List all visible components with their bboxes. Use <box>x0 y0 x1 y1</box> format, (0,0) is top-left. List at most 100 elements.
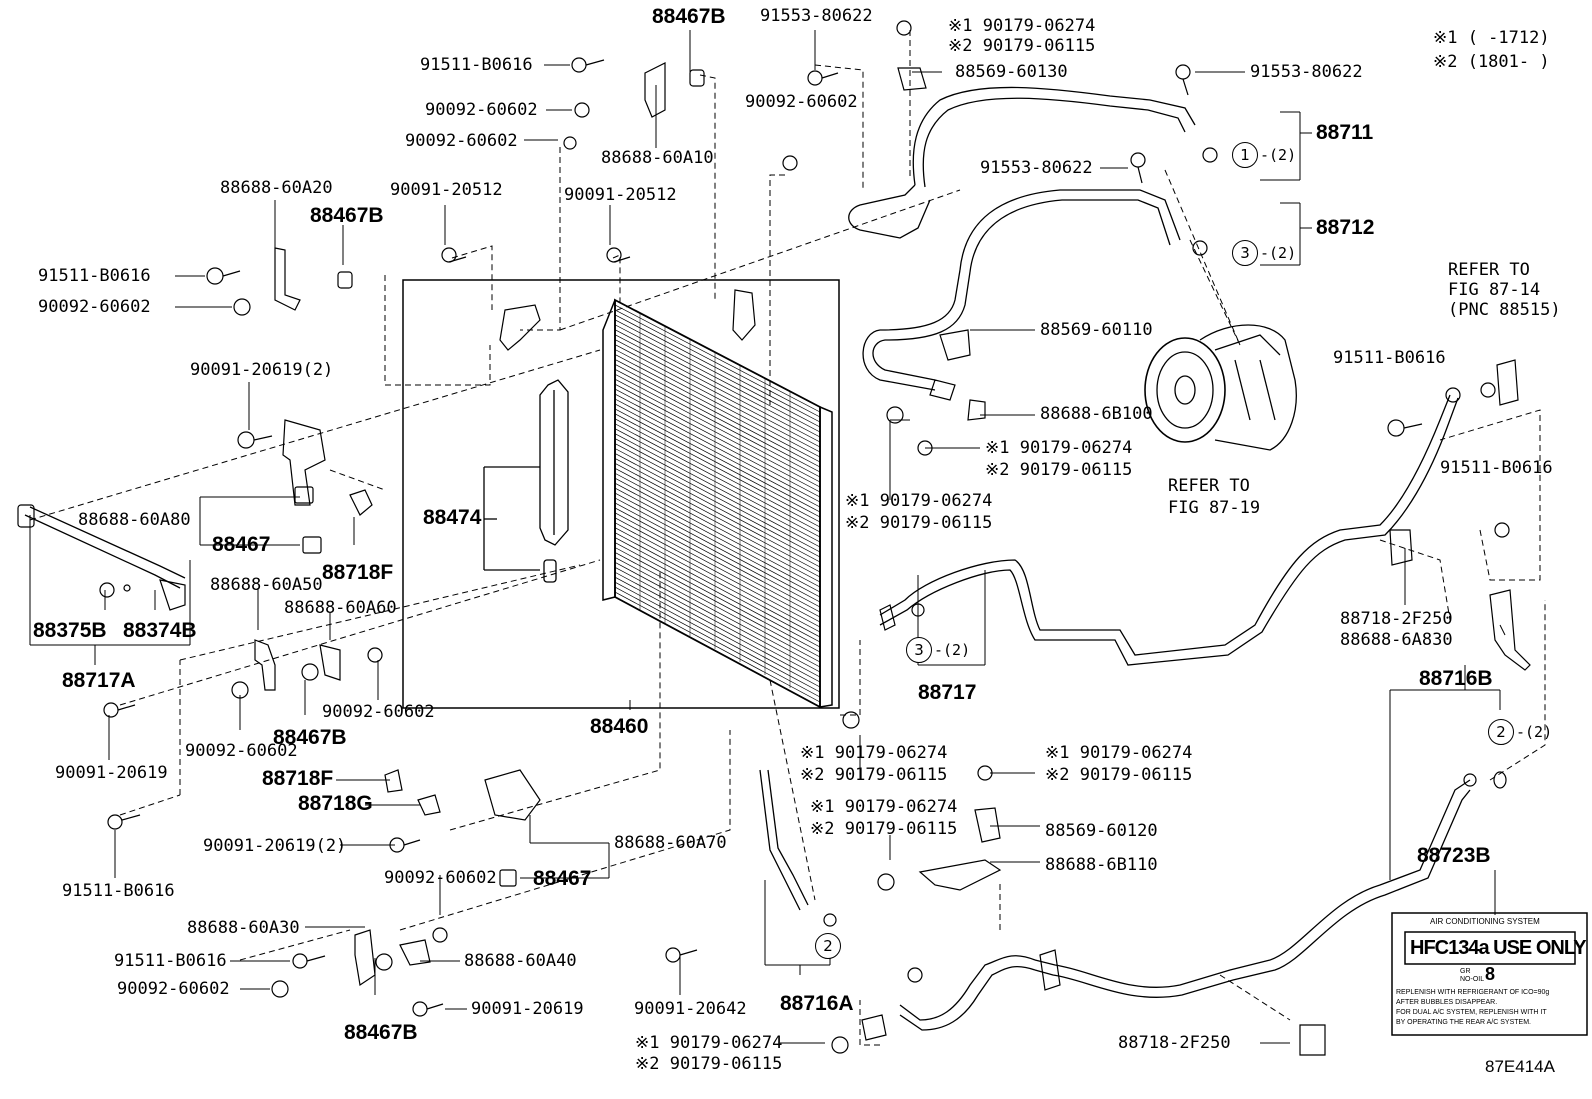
part-88723B[interactable]: 88723B <box>1417 844 1491 867</box>
part-90092-60602-a[interactable]: 90092-60602 <box>425 100 538 120</box>
part-88718F-mid[interactable]: 88718F <box>262 767 334 790</box>
callout-3b: 3 <box>906 637 932 663</box>
part-88474[interactable]: 88474 <box>423 506 482 529</box>
hardware <box>17 20 1531 1056</box>
ref-fig-87-14-line1: REFER TO <box>1448 260 1530 280</box>
guide-lines <box>29 30 1546 1046</box>
part-88569-60110[interactable]: 88569-60110 <box>1040 320 1153 340</box>
part-88716A[interactable]: 88716A <box>780 992 854 1015</box>
part-90179-06274-m[interactable]: ※1 90179-06274 <box>985 438 1133 458</box>
part-88467B-left[interactable]: 88467B <box>310 204 384 227</box>
part-91511-B0616-top[interactable]: 91511-B0616 <box>420 55 533 75</box>
part-91511-B0616-right[interactable]: 91511-B0616 <box>1333 348 1446 368</box>
part-88460[interactable]: 88460 <box>590 715 649 738</box>
ref-fig-87-14-line3: (PNC 88515) <box>1448 300 1561 320</box>
callout-1: 1 <box>1232 142 1258 168</box>
part-88711[interactable]: 88711 <box>1316 121 1374 144</box>
callout-3a-qty: -(2) <box>1260 244 1297 262</box>
part-91511-B0616-left[interactable]: 91511-B0616 <box>38 266 151 286</box>
part-88467B-mid[interactable]: 88467B <box>273 726 347 749</box>
part-90091-20512-b[interactable]: 90091-20512 <box>564 185 677 205</box>
part-90091-20512-a[interactable]: 90091-20512 <box>390 180 503 200</box>
callout-3a: 3 <box>1232 240 1258 266</box>
part-91553-80622-right[interactable]: 91553-80622 <box>1250 62 1363 82</box>
part-88688-60A60[interactable]: 88688-60A60 <box>284 598 397 618</box>
part-91511-B0616-bb[interactable]: 91511-B0616 <box>114 951 227 971</box>
part-88467B-bottom[interactable]: 88467B <box>344 1021 418 1044</box>
ref-fig-87-14-line2[interactable]: FIG 87-14 <box>1448 280 1541 300</box>
sticker-amount-prefix-1: GR <box>1460 968 1471 975</box>
part-88688-60A10[interactable]: 88688-60A10 <box>601 148 714 168</box>
ref-fig-87-19-line1: REFER TO <box>1168 476 1250 496</box>
part-88569-60130[interactable]: 88569-60130 <box>955 62 1068 82</box>
part-90179-06115-top[interactable]: ※2 90179-06115 <box>948 36 1096 56</box>
condenser-group-frame <box>402 279 840 709</box>
part-90179-06274-g[interactable]: ※1 90179-06274 <box>635 1033 783 1053</box>
part-90092-60602-g[interactable]: 90092-60602 <box>117 979 230 999</box>
part-91511-B0616-bottom[interactable]: 91511-B0616 <box>62 881 175 901</box>
part-88688-60A80[interactable]: 88688-60A80 <box>78 510 191 530</box>
part-90092-60602-left[interactable]: 90092-60602 <box>38 297 151 317</box>
part-90179-06274-e[interactable]: ※1 90179-06274 <box>1045 743 1193 763</box>
sticker-line-3: FOR DUAL A/C SYSTEM, REPLENISH WITH IT <box>1396 1009 1547 1016</box>
part-90179-06274-top[interactable]: ※1 90179-06274 <box>948 16 1096 36</box>
part-88375B[interactable]: 88375B <box>33 619 107 642</box>
part-88718G[interactable]: 88718G <box>298 792 373 815</box>
part-90179-06274-f[interactable]: ※1 90179-06274 <box>810 797 958 817</box>
part-90179-06115-f[interactable]: ※2 90179-06115 <box>810 819 958 839</box>
part-88688-6A830[interactable]: 88688-6A830 <box>1340 630 1453 650</box>
callout-2b: 2 <box>815 933 841 959</box>
part-88467B-top[interactable]: 88467B <box>652 5 726 28</box>
sticker-line-4: BY OPERATING THE REAR A/C SYSTEM. <box>1396 1019 1531 1026</box>
part-88688-60A40[interactable]: 88688-60A40 <box>464 951 577 971</box>
part-88712[interactable]: 88712 <box>1316 216 1375 239</box>
part-91511-B0616-right-2[interactable]: 91511-B0616 <box>1440 458 1553 478</box>
ref-fig-87-19-line2[interactable]: FIG 87-19 <box>1168 498 1261 518</box>
part-91553-80622-top[interactable]: 91553-80622 <box>760 6 873 26</box>
part-90092-60602-e[interactable]: 90092-60602 <box>322 702 435 722</box>
part-90179-06115-d[interactable]: ※2 90179-06115 <box>800 765 948 785</box>
part-88688-6B110[interactable]: 88688-6B110 <box>1045 855 1158 875</box>
part-88688-60A50[interactable]: 88688-60A50 <box>210 575 323 595</box>
part-88717[interactable]: 88717 <box>918 681 977 704</box>
part-90091-20619-a[interactable]: 90091-20619 <box>55 763 168 783</box>
part-90179-06274-c[interactable]: ※1 90179-06274 <box>845 491 993 511</box>
refrigerant-pipes <box>24 86 1471 1031</box>
part-90179-06115-m[interactable]: ※2 90179-06115 <box>985 460 1133 480</box>
part-88688-60A20[interactable]: 88688-60A20 <box>220 178 333 198</box>
sticker-amount-value: 8 <box>1485 964 1496 984</box>
part-88374B[interactable]: 88374B <box>123 619 197 642</box>
part-90091-20642[interactable]: 90091-20642 <box>634 999 747 1019</box>
part-88718-2F250-bottom[interactable]: 88718-2F250 <box>1118 1033 1231 1053</box>
part-90179-06115-e[interactable]: ※2 90179-06115 <box>1045 765 1193 785</box>
part-88716B[interactable]: 88716B <box>1419 667 1493 690</box>
part-88467-left[interactable]: 88467 <box>212 533 271 556</box>
part-88718-2F250-right[interactable]: 88718-2F250 <box>1340 609 1453 629</box>
part-90092-60602-f[interactable]: 90092-60602 <box>384 868 497 888</box>
sticker-main: HFC134a USE ONLY <box>1410 937 1587 959</box>
part-91553-80622-mid[interactable]: 91553-80622 <box>980 158 1093 178</box>
part-88688-6B100[interactable]: 88688-6B100 <box>1040 404 1153 424</box>
part-90091-20619-2b[interactable]: 90091-20619(2) <box>203 836 347 856</box>
callout-2a: 2 <box>1488 719 1514 745</box>
part-90091-20619-b[interactable]: 90091-20619 <box>471 999 584 1019</box>
part-90092-60602-c[interactable]: 90092-60602 <box>745 92 858 112</box>
part-90092-60602-d[interactable]: 90092-60602 <box>185 741 298 761</box>
part-90179-06115-c[interactable]: ※2 90179-06115 <box>845 513 993 533</box>
sticker-line-1: REPLENISH WITH REFRIGERANT OF ICO=90g <box>1396 989 1550 996</box>
part-88688-60A30[interactable]: 88688-60A30 <box>187 918 300 938</box>
part-90092-60602-b[interactable]: 90092-60602 <box>405 131 518 151</box>
sticker-line-2: AFTER BUBBLES DISAPPEAR. <box>1396 999 1498 1006</box>
callout-1-qty: -(2) <box>1260 146 1297 164</box>
sticker-header: AIR CONDITIONING SYSTEM <box>1430 917 1540 926</box>
part-88688-60A70[interactable]: 88688-60A70 <box>614 833 727 853</box>
part-88718F-left[interactable]: 88718F <box>322 561 394 584</box>
sticker-amount-prefix-2: NO-OIL <box>1460 976 1485 983</box>
part-90179-06274-d[interactable]: ※1 90179-06274 <box>800 743 948 763</box>
part-88467-bottom[interactable]: 88467 <box>533 867 592 890</box>
part-90179-06115-g[interactable]: ※2 90179-06115 <box>635 1054 783 1074</box>
part-88717A[interactable]: 88717A <box>62 669 136 692</box>
part-90091-20619-2[interactable]: 90091-20619(2) <box>190 360 334 380</box>
part-88569-60120[interactable]: 88569-60120 <box>1045 821 1158 841</box>
